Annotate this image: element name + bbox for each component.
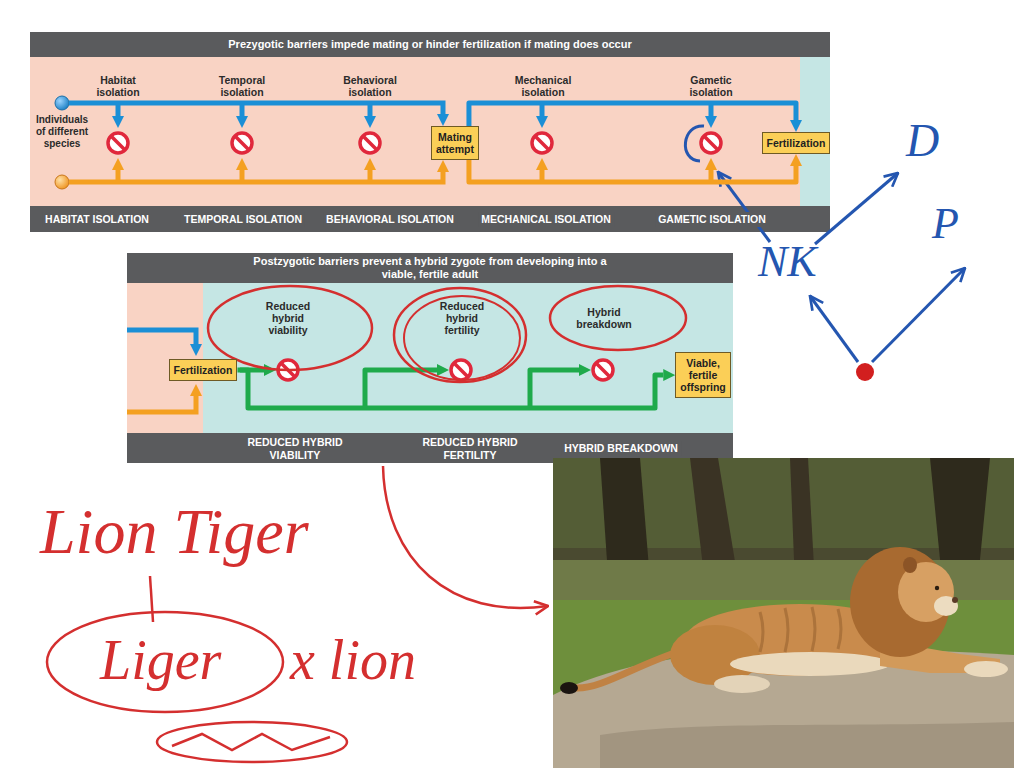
pen-circle bbox=[208, 286, 372, 370]
panel-heading: Postzygotic barriers prevent a hybrid zy… bbox=[127, 253, 733, 283]
barrier-panel: Postzygotic barriers prevent a hybrid zy… bbox=[127, 253, 733, 463]
stage-box: Fertilization bbox=[762, 132, 831, 154]
flow-arrow bbox=[469, 103, 796, 126]
liger-photo bbox=[553, 458, 1014, 768]
barrier-label: Reduced hybrid viability bbox=[266, 300, 310, 336]
pen-arrow bbox=[815, 173, 898, 244]
box-label: Viable, fertile offspring bbox=[680, 357, 725, 393]
barrier-arrow bbox=[368, 103, 373, 116]
species-path bbox=[69, 103, 443, 114]
pen-circle bbox=[394, 288, 526, 382]
pen-scribble bbox=[172, 734, 330, 750]
barrier-label: Gametic isolation bbox=[689, 74, 732, 98]
species-dot bbox=[55, 96, 69, 110]
stripe bbox=[760, 612, 763, 652]
panel-footer-bar bbox=[30, 206, 830, 232]
stage-box: Fertilization bbox=[169, 359, 238, 381]
liger-paw bbox=[714, 675, 770, 693]
pen-arrow bbox=[810, 296, 858, 362]
stop-symbol bbox=[701, 133, 721, 153]
panel-header-bar bbox=[30, 32, 830, 57]
handwritten-note: x lion bbox=[290, 632, 416, 688]
barrier-arrow bbox=[368, 170, 373, 182]
barrier-label: Temporal isolation bbox=[219, 74, 265, 98]
handwritten-note: Lion Tiger bbox=[40, 500, 309, 564]
barrier-band-label: REDUCED HYBRID VIABILITY bbox=[232, 435, 358, 463]
liger-belly bbox=[730, 652, 890, 676]
barrier-label: Reduced hybrid fertility bbox=[440, 300, 484, 336]
liger-eye bbox=[935, 586, 939, 590]
barrier-arrow bbox=[240, 103, 245, 116]
pen-circle bbox=[157, 722, 347, 762]
stripe bbox=[838, 609, 841, 649]
barrier-band-label: MECHANICAL ISOLATION bbox=[478, 212, 614, 227]
barrier-label: Mechanical isolation bbox=[515, 74, 572, 98]
pen-arrow bbox=[872, 268, 965, 362]
pen-stroke bbox=[150, 576, 153, 622]
liger-nose bbox=[952, 597, 958, 603]
liger-ear bbox=[903, 557, 917, 573]
prezygotic-zone bbox=[127, 283, 203, 433]
stage-box: Mating attempt bbox=[431, 126, 479, 160]
box-label: Mating attempt bbox=[436, 131, 474, 155]
barrier-band-label: BEHAVIORAL ISOLATION bbox=[323, 212, 457, 227]
flow-arrow bbox=[469, 160, 796, 182]
pen-stroke bbox=[685, 126, 704, 161]
barrier-label: Habitat isolation bbox=[96, 74, 139, 98]
barrier-band-label: GAMETIC ISOLATION bbox=[655, 212, 769, 227]
barrier-label: Behavioral isolation bbox=[343, 74, 397, 98]
stage-box: Viable, fertile offspring bbox=[675, 352, 730, 398]
panel-header-bar bbox=[127, 253, 733, 283]
barrier-arrow bbox=[240, 170, 245, 182]
barrier-band-label: HYBRID BREAKDOWN bbox=[561, 441, 681, 456]
species-path bbox=[69, 172, 443, 182]
stripe bbox=[812, 607, 815, 651]
liger-paw bbox=[964, 661, 1008, 677]
stop-symbol bbox=[451, 360, 471, 380]
stop-symbol bbox=[232, 133, 252, 153]
barrier-arrow bbox=[116, 170, 121, 182]
species-path bbox=[127, 396, 196, 412]
species-dot bbox=[55, 175, 69, 189]
handwritten-note: NK bbox=[758, 240, 817, 284]
dirt-shadow bbox=[600, 722, 1014, 768]
panel-heading: Prezygotic barriers impede mating or hin… bbox=[30, 32, 830, 57]
pen-circle bbox=[550, 286, 686, 350]
barrier-label: Hybrid breakdown bbox=[576, 306, 631, 330]
stop-symbol bbox=[532, 133, 552, 153]
stop-symbol bbox=[108, 133, 128, 153]
barrier-band-label: REDUCED HYBRID FERTILITY bbox=[407, 435, 533, 463]
box-label: Fertilization bbox=[174, 364, 233, 376]
barrier-panel: Prezygotic barriers impede mating or hin… bbox=[30, 32, 830, 232]
stripe bbox=[785, 608, 788, 652]
barrier-label: Individuals of different species bbox=[36, 114, 88, 150]
species-path bbox=[127, 330, 196, 344]
pen-circle bbox=[47, 612, 283, 712]
barrier-arrow bbox=[530, 370, 579, 408]
liger-muzzle bbox=[934, 596, 958, 616]
barrier-arrow bbox=[116, 103, 121, 116]
box-label: Fertilization bbox=[767, 137, 826, 149]
flow-arrow bbox=[237, 370, 663, 408]
stop-symbol bbox=[360, 133, 380, 153]
handwritten-note: Liger bbox=[100, 632, 221, 688]
pen-circle bbox=[404, 296, 520, 380]
handwritten-note: D bbox=[906, 118, 939, 164]
forest-ground bbox=[553, 458, 1014, 768]
barrier-band-label: TEMPORAL ISOLATION bbox=[181, 212, 305, 227]
stop-symbol bbox=[593, 360, 613, 380]
pen-arrow bbox=[383, 466, 548, 608]
prezygotic-panel-ground bbox=[30, 32, 830, 232]
tail-tip bbox=[560, 682, 578, 694]
barrier-band-label: HABITAT ISOLATION bbox=[42, 212, 152, 227]
pen-dot bbox=[856, 363, 874, 381]
handwritten-note: P bbox=[932, 202, 959, 246]
postzygotic-panel-ground bbox=[127, 253, 733, 463]
